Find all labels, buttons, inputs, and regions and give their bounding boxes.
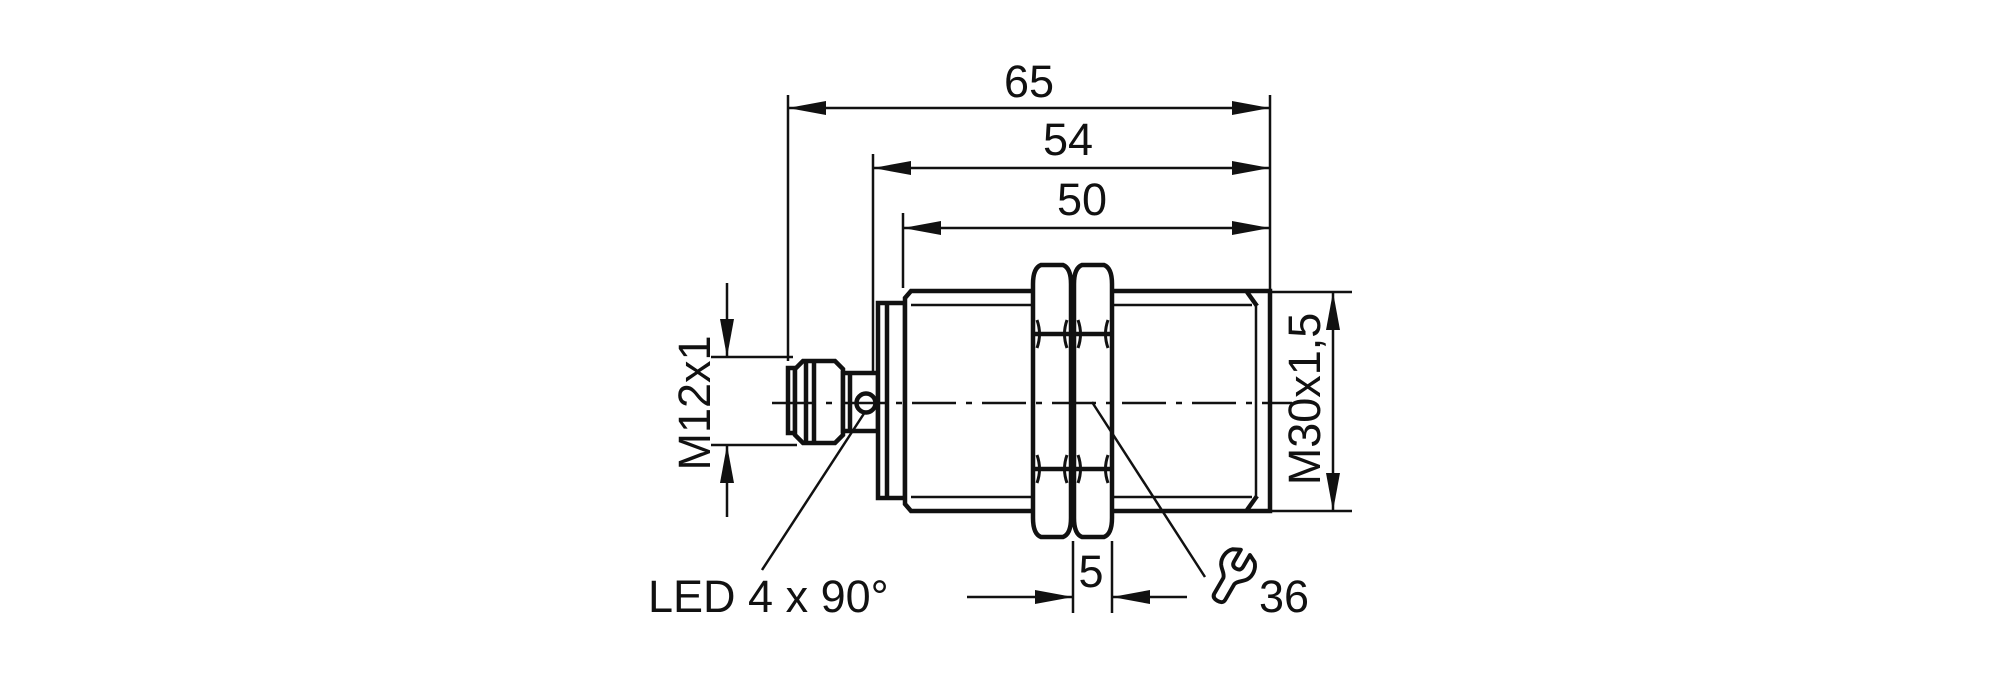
hex-nut-2	[1071, 262, 1115, 540]
dim-label-5: 5	[1078, 546, 1103, 597]
chamfer-top-right	[1245, 290, 1259, 308]
hex-nut-1	[1030, 262, 1074, 540]
led-callout-label: LED 4 x 90°	[648, 571, 889, 622]
dim-label-m12x1: M12x1	[669, 335, 720, 470]
dimension-overall-length: 65	[788, 56, 1270, 115]
dim-label-50: 50	[1057, 174, 1107, 225]
wrench-icon	[1211, 547, 1257, 605]
dimension-housing-thread: M30x1,5	[1279, 292, 1340, 511]
led-callout: LED 4 x 90°	[648, 411, 889, 622]
led-leader-line	[760, 411, 867, 571]
dimension-connector-thread: M12x1	[669, 283, 734, 517]
dimension-thread-length: 50	[903, 174, 1270, 235]
dimension-body-length: 54	[873, 114, 1270, 175]
dim-label-65: 65	[1004, 56, 1054, 107]
dimension-nut-width: 5	[967, 546, 1187, 604]
dim-label-54: 54	[1043, 114, 1093, 165]
wrench-leader-line	[1090, 401, 1207, 578]
sensor-outline	[772, 262, 1292, 540]
extension-lines	[711, 95, 1352, 613]
dim-label-m30x15: M30x1,5	[1279, 313, 1330, 486]
wrench-callout: 36	[1090, 401, 1309, 622]
back-cap	[875, 300, 908, 501]
chamfer-bottom-right	[1245, 494, 1259, 512]
wrench-size-label: 36	[1259, 571, 1309, 622]
